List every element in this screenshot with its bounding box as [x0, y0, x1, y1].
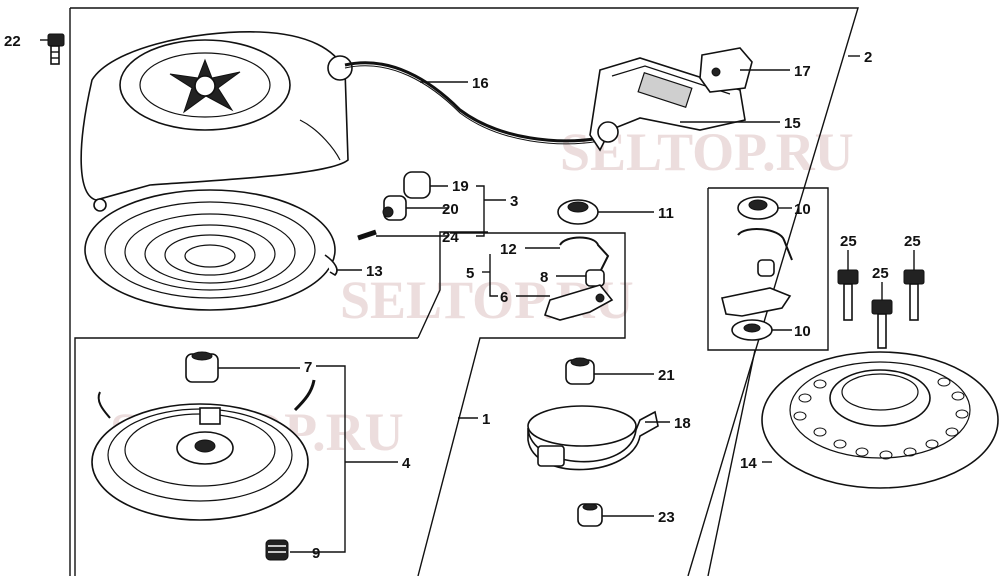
label-part-25-left: 25	[840, 233, 857, 250]
label-part-25-middle: 25	[872, 265, 889, 282]
bushing-part-11	[557, 199, 599, 225]
label-part-23: 23	[658, 509, 675, 526]
ratchet-parts-6-8-12	[543, 236, 614, 321]
starter-rope-part-16	[344, 61, 601, 145]
ratchet-kit-parts-10	[721, 196, 793, 341]
label-part-10-bottom: 10	[794, 323, 811, 340]
nut-part-21	[565, 357, 595, 385]
nut-part-23	[577, 503, 603, 527]
label-part-7: 7	[304, 359, 312, 376]
label-part-8: 8	[540, 269, 548, 286]
pulley-part-4	[91, 379, 316, 521]
label-part-18: 18	[674, 415, 691, 432]
starter-guard-part-14	[761, 351, 999, 489]
bushing-part-7	[185, 351, 219, 383]
nut-part-9	[265, 539, 289, 561]
part-labels: 22 16 17 2 15 19 3 20 24 11 10 12 5 8 13…	[4, 33, 921, 562]
label-part-6: 6	[500, 289, 508, 306]
starter-cover-housing	[80, 31, 353, 212]
recoil-spring-part-13	[84, 189, 338, 311]
handle-cap-part-17	[699, 47, 753, 93]
label-part-20: 20	[442, 201, 459, 218]
label-part-4: 4	[402, 455, 411, 472]
label-part-5: 5	[466, 265, 474, 282]
bolt-part-22	[47, 33, 65, 65]
label-part-15: 15	[784, 115, 801, 132]
leader-lines	[40, 39, 915, 553]
label-part-2: 2	[864, 49, 872, 66]
label-part-9: 9	[312, 545, 320, 562]
label-part-12: 12	[500, 241, 517, 258]
label-part-19: 19	[452, 178, 469, 195]
label-part-22: 22	[4, 33, 21, 50]
label-part-14: 14	[740, 455, 757, 472]
label-part-25-right: 25	[904, 233, 921, 250]
drive-cup-part-18	[527, 405, 659, 471]
label-part-21: 21	[658, 367, 675, 384]
label-part-10-top: 10	[794, 201, 811, 218]
label-part-13: 13	[366, 263, 383, 280]
label-part-17: 17	[794, 63, 811, 80]
small-parts-19-20-24	[357, 171, 431, 241]
bolts-part-25	[837, 269, 925, 349]
label-part-16: 16	[472, 75, 489, 92]
label-part-11: 11	[658, 205, 674, 222]
label-part-1: 1	[482, 411, 490, 428]
label-part-24: 24	[442, 229, 459, 246]
label-part-3: 3	[510, 193, 518, 210]
